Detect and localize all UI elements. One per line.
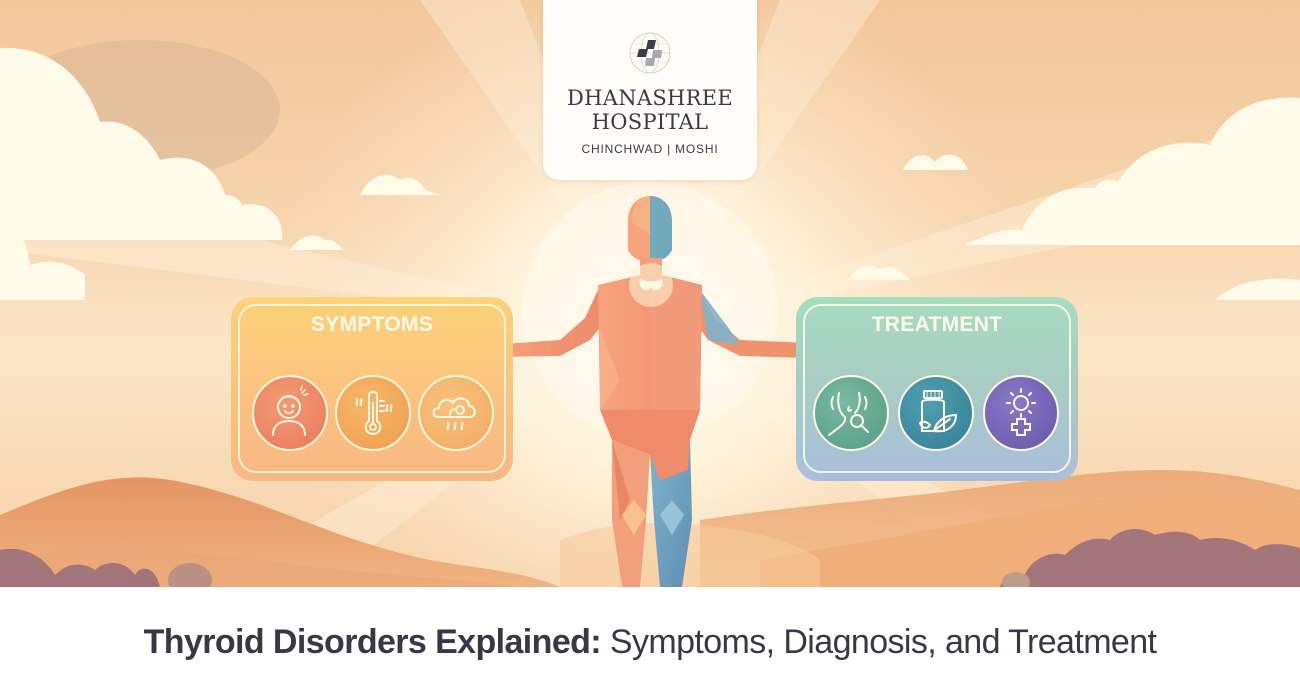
article-title-bold: Thyroid Disorders Explained: bbox=[143, 623, 602, 661]
globe-cross-logo-icon bbox=[629, 32, 671, 74]
fatigued-person-icon bbox=[252, 375, 328, 451]
symptoms-panel: SYMPTOMS bbox=[231, 297, 513, 481]
hospital-locations: CHINCHWAD | MOSHI bbox=[581, 142, 719, 156]
treatment-panel-border bbox=[803, 304, 1071, 473]
sun-health-cross-icon bbox=[983, 375, 1059, 451]
hospital-name: DHANASHREE HOSPITAL bbox=[543, 86, 757, 134]
human-figure bbox=[475, 196, 833, 587]
neck-examination-icon bbox=[813, 375, 889, 451]
symptoms-panel-title: SYMPTOMS bbox=[310, 313, 434, 336]
hospital-name-line2: HOSPITAL bbox=[591, 110, 709, 134]
article-title-regular: Symptoms, Diagnosis, and Treatment bbox=[601, 623, 1157, 661]
treatment-panel-title: TREATMENT bbox=[871, 313, 1003, 336]
medicine-bottle-herb-icon bbox=[898, 375, 974, 451]
thermometer-heat-icon bbox=[335, 375, 411, 451]
article-title: Thyroid Disorders Explained: Symptoms, D… bbox=[0, 623, 1300, 662]
hospital-logo-card: DHANASHREE HOSPITAL CHINCHWAD | MOSHI bbox=[543, 0, 757, 180]
symptoms-panel-border bbox=[238, 304, 506, 473]
article-caption: Thyroid Disorders Explained: Symptoms, D… bbox=[0, 587, 1300, 700]
hero-illustration: DHANASHREE HOSPITAL CHINCHWAD | MOSHI SY… bbox=[0, 0, 1300, 587]
hospital-name-line1: DHANASHREE bbox=[566, 86, 734, 110]
treatment-panel: TREATMENT bbox=[796, 297, 1078, 481]
cloud-weather-icon bbox=[418, 375, 494, 451]
